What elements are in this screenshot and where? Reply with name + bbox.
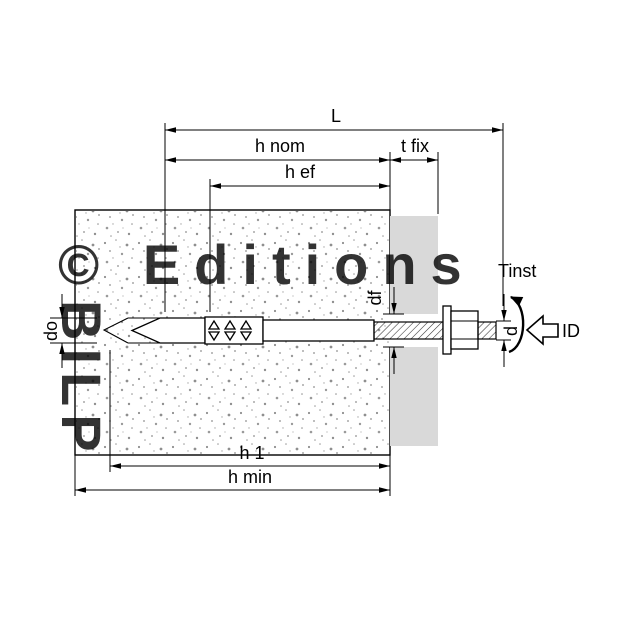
dimension-d: d	[501, 294, 521, 367]
label-id: ID	[562, 321, 580, 341]
label-do: do	[41, 321, 61, 341]
extension-lines	[50, 123, 511, 496]
clip-triangle	[239, 319, 253, 330]
drill-hole-tip	[102, 317, 129, 344]
dimension-t-fix: t fix	[390, 136, 438, 163]
torque-indicator: Tinst	[498, 261, 536, 354]
label-L: L	[331, 106, 341, 126]
label-h-nom: h nom	[255, 136, 305, 156]
watermark: © Editions BILP	[50, 233, 476, 460]
label-t-fix: t fix	[401, 136, 429, 156]
label-h-min: h min	[228, 467, 272, 487]
threaded-section	[373, 321, 444, 340]
anchor-body	[262, 319, 375, 342]
dimension-h-min: h min	[75, 467, 390, 493]
thread-end	[477, 321, 497, 340]
clip-triangle	[239, 331, 253, 342]
dimension-df: df	[365, 287, 397, 374]
dimension-h-ef: h ef	[210, 162, 390, 189]
watermark-line2: BILP	[50, 300, 113, 460]
impact-direction: ID	[525, 314, 580, 346]
dimension-do: do	[41, 294, 65, 368]
clip-triangle	[223, 319, 237, 330]
label-d: d	[501, 326, 521, 336]
impact-arrow-icon	[525, 314, 559, 346]
hex-nut	[450, 310, 479, 350]
label-h-ef: h ef	[285, 162, 316, 182]
label-tinst: Tinst	[498, 261, 536, 281]
clip-triangle	[223, 331, 237, 342]
torque-rotation-arrow	[508, 295, 525, 354]
watermark-line1: © Editions	[58, 233, 476, 296]
washer	[442, 305, 452, 355]
anchor-bolt	[130, 305, 497, 355]
dimension-h1: h 1	[110, 443, 390, 469]
clip-triangle	[207, 331, 221, 342]
label-h1: h 1	[239, 443, 264, 463]
dimension-L: L	[165, 106, 503, 133]
clip-triangle	[207, 319, 221, 330]
dimension-h-nom: h nom	[165, 136, 390, 163]
label-df: df	[365, 289, 385, 305]
